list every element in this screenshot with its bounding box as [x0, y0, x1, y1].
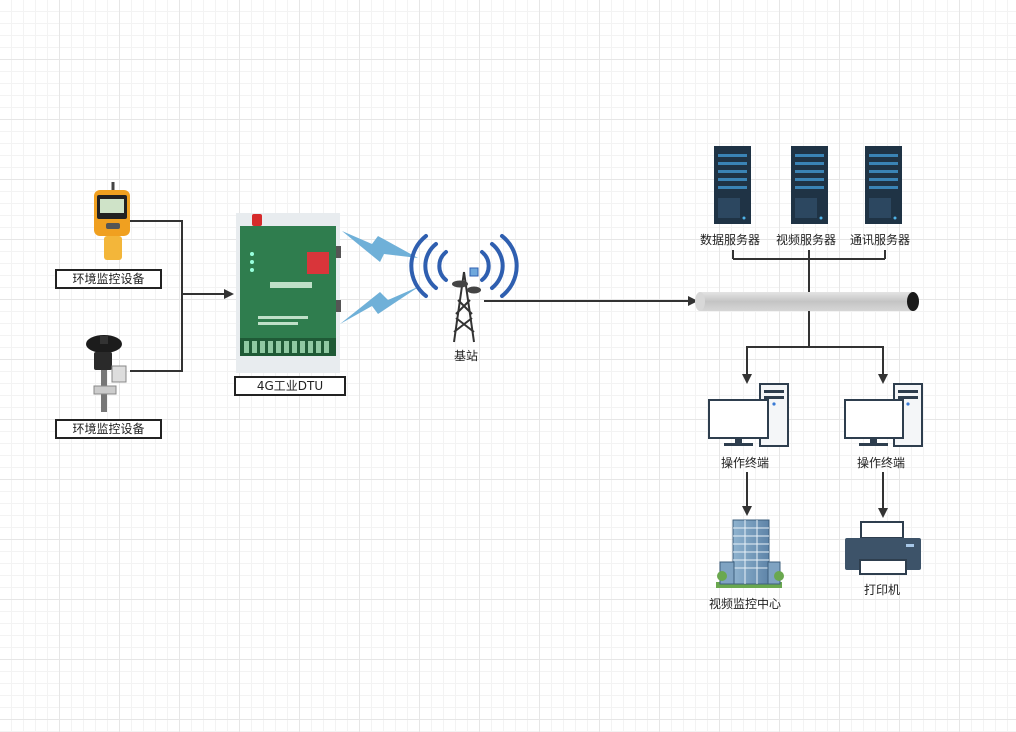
dtu-device-icon: [236, 213, 341, 373]
dtu-label: 4G工业DTU: [234, 376, 346, 396]
network-bus-icon: [695, 292, 919, 311]
comm-server-label: 通讯服务器: [850, 233, 911, 247]
connector-bus-to-terminals: [746, 311, 884, 378]
terminal-left-label: 操作终端: [721, 456, 770, 470]
base-station-label: 基站: [454, 349, 479, 363]
terminal-right-icon: [844, 383, 923, 447]
terminal-right-label: 操作终端: [857, 456, 906, 470]
connector-sensor-bottom: [130, 294, 183, 372]
comm-server-icon: [865, 146, 902, 224]
data-server-icon: [714, 146, 751, 224]
terminal-left-icon: [708, 383, 789, 447]
building-icon: [716, 519, 784, 588]
gas-detector-icon: [94, 182, 130, 260]
base-station-icon: [409, 234, 519, 343]
video-server-icon: [791, 146, 828, 224]
wireless-signal-icon: [340, 231, 420, 324]
video-center-label: 视频监控中心: [709, 597, 782, 611]
printer-label: 打印机: [864, 583, 901, 597]
data-server-label: 数据服务器: [700, 233, 761, 247]
weather-station-icon: [86, 335, 127, 412]
video-server-label: 视频服务器: [776, 233, 837, 247]
connectors: [130, 220, 888, 518]
connector-bus-to-servers: [732, 250, 886, 292]
printer-icon: [845, 521, 921, 575]
sensor-bottom-label: 环境监控设备: [55, 419, 162, 439]
sensor-top-label: 环境监控设备: [55, 269, 162, 289]
connector-sensor-top: [130, 220, 183, 294]
